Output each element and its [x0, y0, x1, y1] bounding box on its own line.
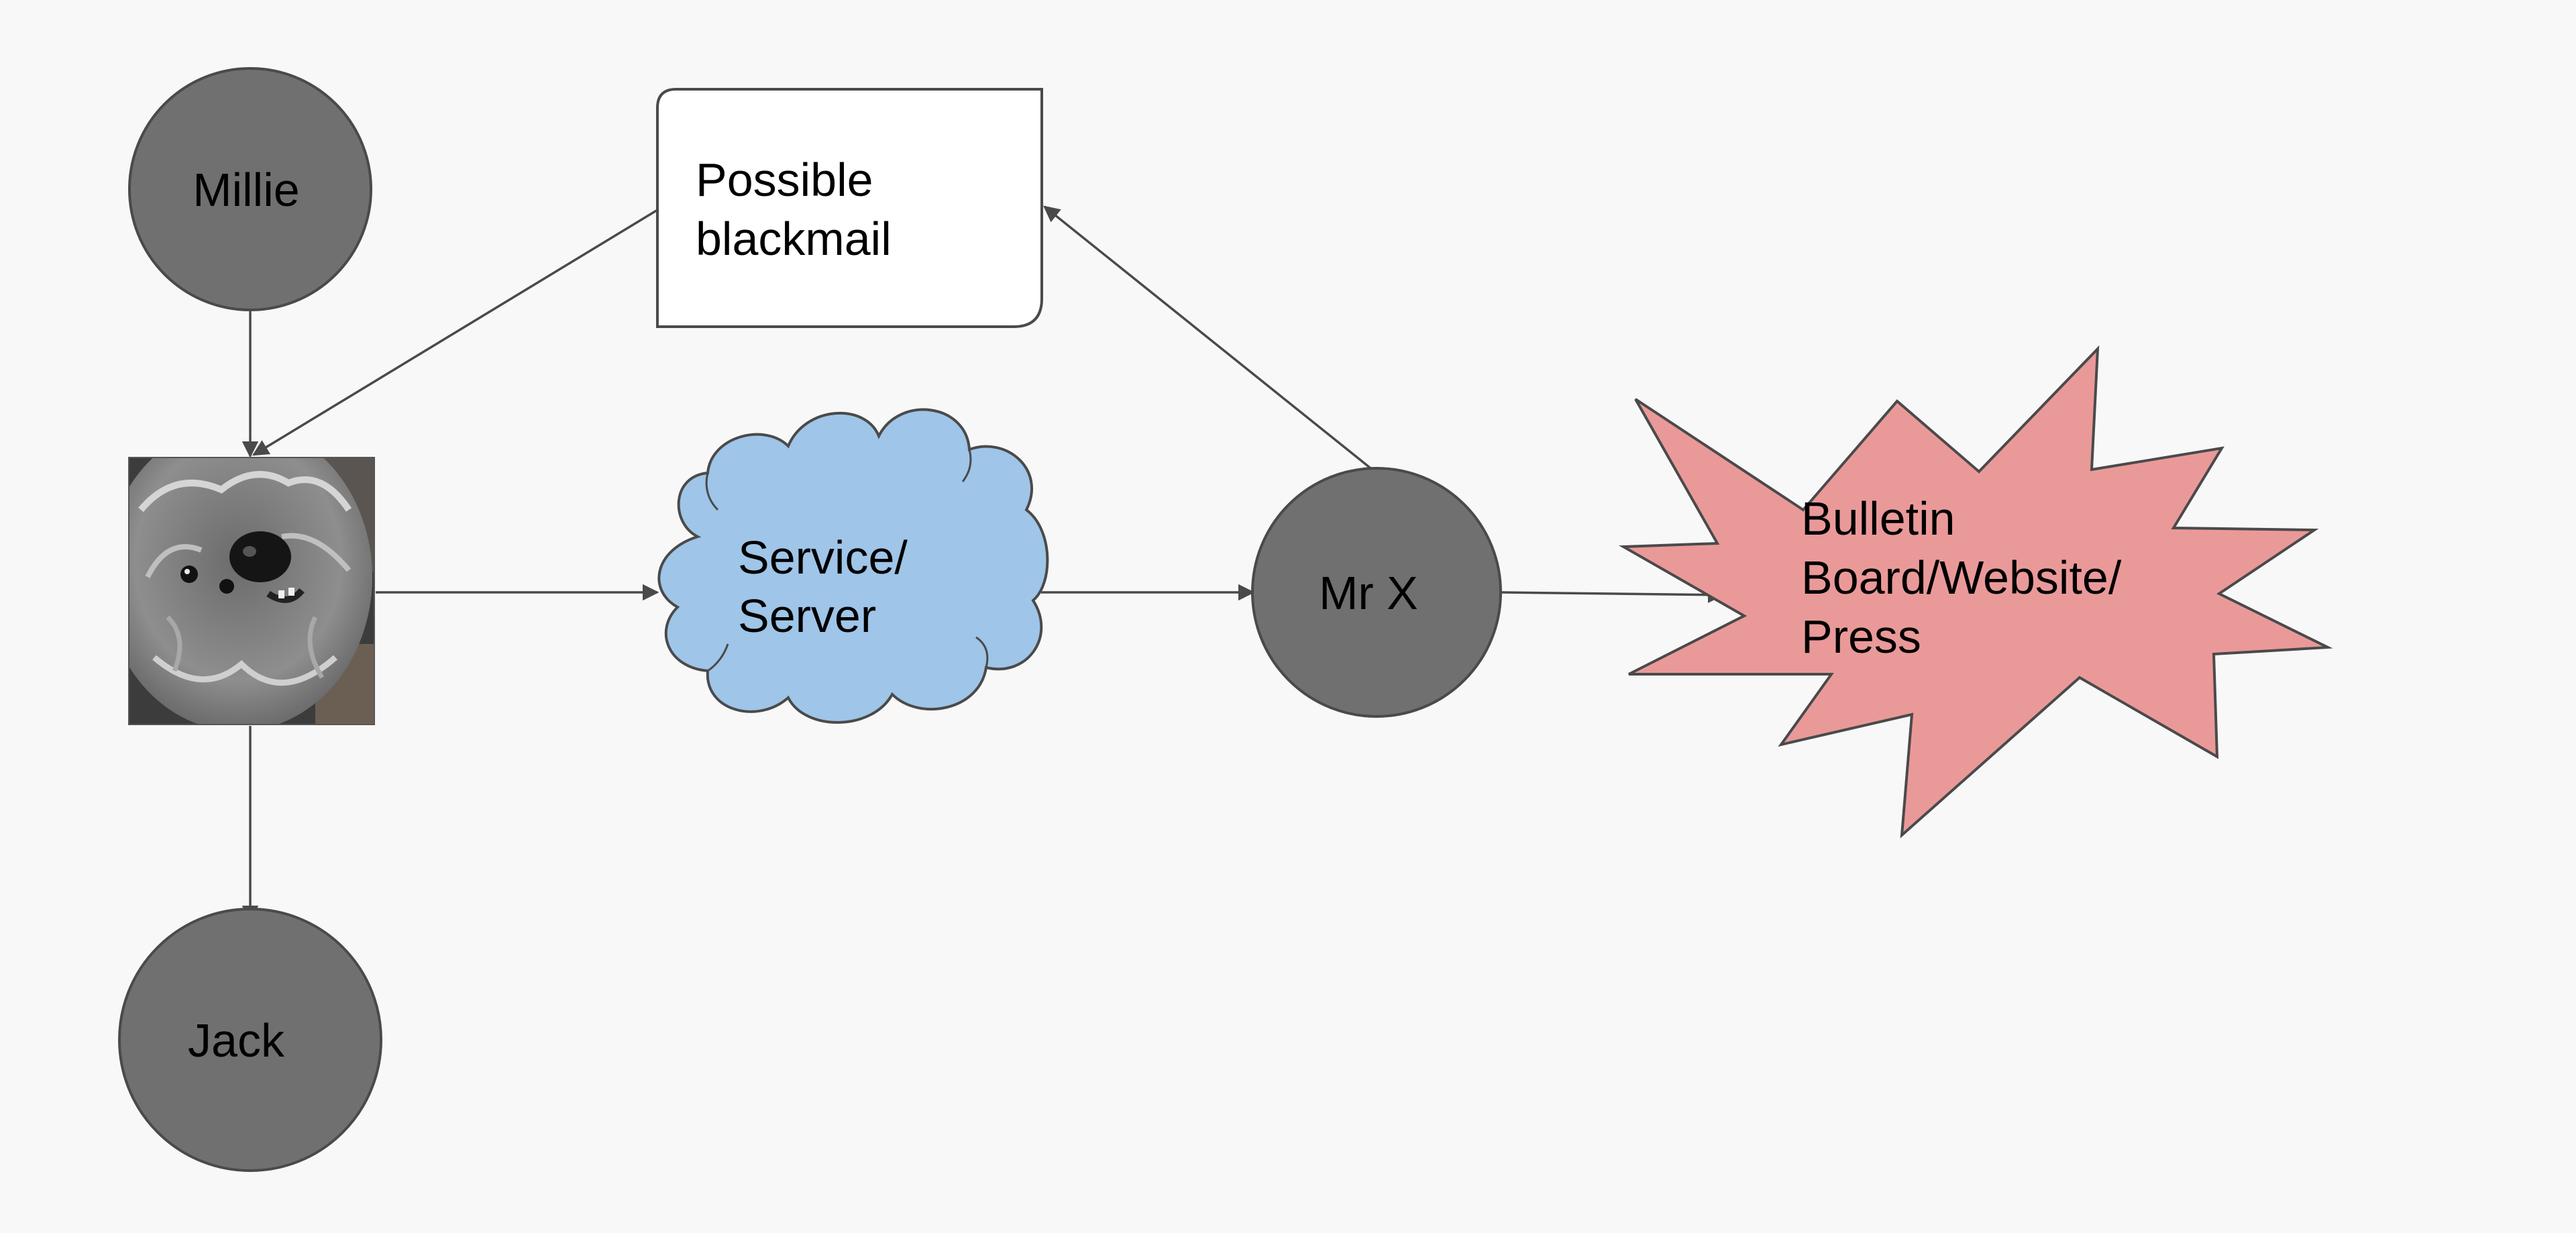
node-service-server: Service/ Server [657, 408, 1049, 724]
jack-label: Jack [188, 1014, 285, 1067]
server-label-line-1: Service/ [738, 531, 908, 584]
blackmail-note-shape [656, 88, 1043, 328]
server-cloud-shape [657, 408, 1049, 724]
server-label-line-2: Server [738, 590, 876, 642]
bulletin-label: Bulletin Board/Website/ Press [1801, 492, 2135, 663]
edge-mrx-to-bulletin [1501, 586, 1725, 603]
bulletin-label-line-1: Bulletin [1801, 492, 1955, 545]
edge-blackmail-to-dog [252, 209, 658, 456]
edge-mrx-to-blackmail [1043, 205, 1378, 474]
bulletin-label-line-3: Press [1801, 610, 1921, 663]
mrx-label: Mr X [1319, 567, 1418, 619]
server-label: Service/ Server [738, 531, 920, 642]
node-jack: Jack [118, 908, 382, 1172]
blackmail-label: Possible blackmail [696, 154, 892, 265]
millie-circle [128, 67, 372, 311]
node-dog-photo [128, 457, 375, 725]
node-mr-x: Mr X [1251, 467, 1502, 718]
blackmail-label-line-1: Possible [696, 154, 873, 206]
dog-photo [129, 458, 374, 725]
millie-label: Millie [193, 164, 299, 216]
bulletin-starburst-shape [1618, 345, 2333, 839]
node-possible-blackmail: Possible blackmail [656, 88, 1043, 328]
jack-circle [118, 908, 382, 1172]
node-millie: Millie [128, 67, 372, 311]
bulletin-label-line-2: Board/Website/ [1801, 551, 2122, 604]
mrx-circle [1251, 467, 1502, 718]
blackmail-label-line-2: blackmail [696, 213, 892, 265]
node-bulletin-board: Bulletin Board/Website/ Press [1618, 345, 2333, 839]
